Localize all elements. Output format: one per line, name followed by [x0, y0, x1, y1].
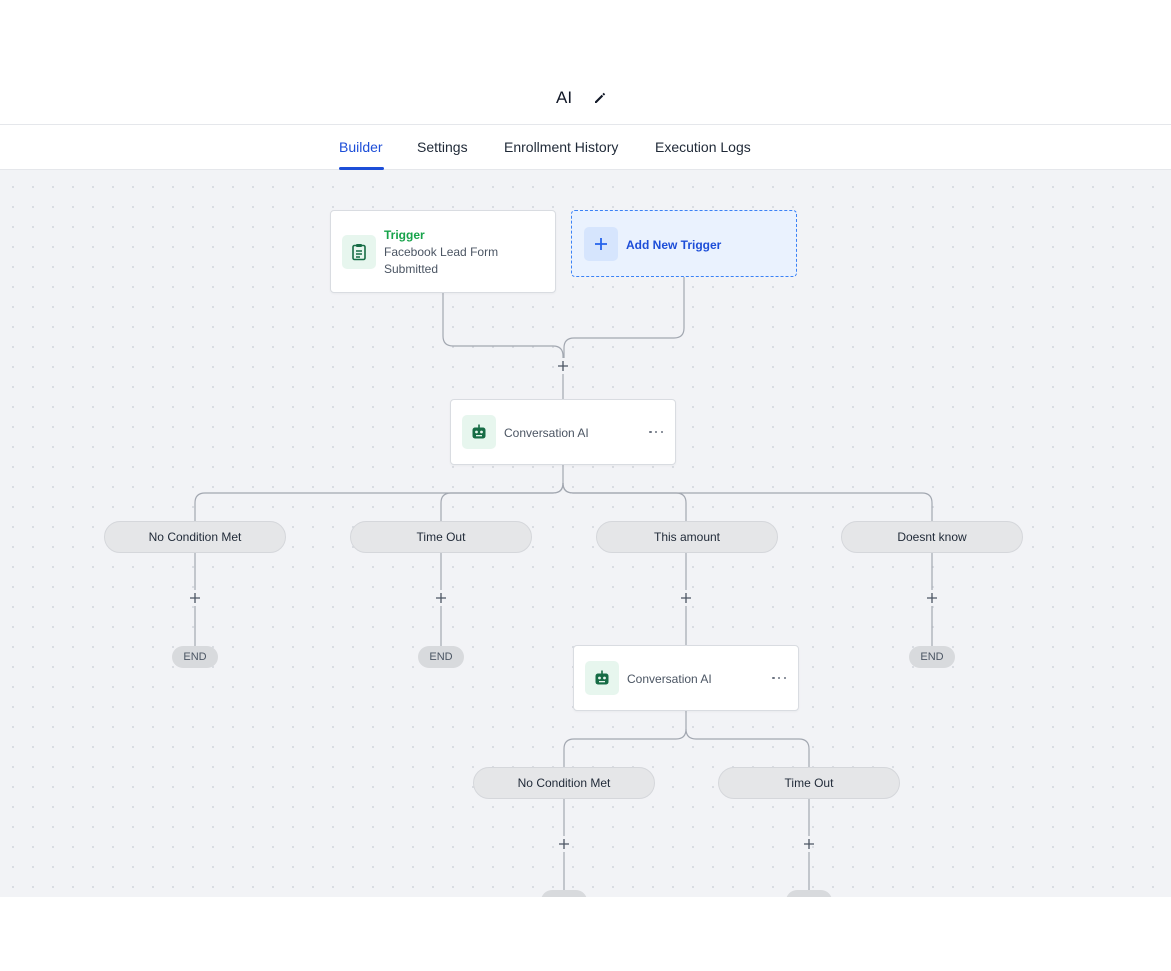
more-options-icon[interactable]	[649, 422, 663, 442]
title-bar: AI	[0, 0, 1171, 124]
connector-lines	[194, 277, 933, 897]
add-step-plus-icon[interactable]	[556, 836, 572, 852]
add-step-plus-icon[interactable]	[924, 590, 940, 606]
tab-bar: Builder Settings Enrollment History Exec…	[0, 124, 1171, 170]
end-node-partial	[786, 890, 832, 897]
branch-doesnt-know[interactable]: Doesnt know	[841, 521, 1023, 553]
plus-icon	[584, 227, 618, 261]
add-step-plus-icon[interactable]	[187, 590, 203, 606]
branch-this-amount[interactable]: This amount	[596, 521, 778, 553]
trigger-name: Facebook Lead Form Submitted	[384, 245, 499, 276]
tab-settings[interactable]: Settings	[417, 139, 468, 155]
more-options-icon[interactable]	[772, 668, 786, 688]
end-node: END	[418, 646, 464, 668]
tab-enrollment-history[interactable]: Enrollment History	[504, 139, 619, 155]
edit-title-icon[interactable]	[593, 91, 607, 105]
add-step-plus-icon[interactable]	[555, 358, 571, 374]
conversation-ai-action-card[interactable]: Conversation AI	[450, 399, 676, 465]
robot-icon	[462, 415, 496, 449]
workflow-title: AI	[556, 88, 573, 107]
add-step-plus-icon[interactable]	[678, 590, 694, 606]
conversation-ai-action-card[interactable]: Conversation AI	[573, 645, 799, 711]
end-node: END	[909, 646, 955, 668]
action-label: Conversation AI	[627, 672, 712, 686]
tab-builder[interactable]: Builder	[339, 139, 383, 155]
bottom-blank-area	[0, 897, 1171, 971]
workflow-canvas[interactable]: Trigger Facebook Lead Form Submitted Add…	[0, 170, 1171, 897]
tab-execution-logs[interactable]: Execution Logs	[655, 139, 751, 155]
trigger-card[interactable]: Trigger Facebook Lead Form Submitted	[330, 210, 556, 293]
branch-time-out[interactable]: Time Out	[718, 767, 900, 799]
active-tab-indicator	[339, 167, 384, 170]
branch-time-out[interactable]: Time Out	[350, 521, 532, 553]
branch-no-condition-met[interactable]: No Condition Met	[104, 521, 286, 553]
add-step-plus-icon[interactable]	[433, 590, 449, 606]
end-node: END	[172, 646, 218, 668]
add-trigger-label: Add New Trigger	[626, 238, 722, 252]
branch-no-condition-met[interactable]: No Condition Met	[473, 767, 655, 799]
clipboard-icon	[342, 235, 376, 269]
robot-icon	[585, 661, 619, 695]
add-new-trigger-button[interactable]: Add New Trigger	[571, 210, 797, 277]
trigger-label: Trigger	[384, 228, 425, 242]
action-label: Conversation AI	[504, 426, 589, 440]
add-step-plus-icon[interactable]	[801, 836, 817, 852]
end-node-partial	[541, 890, 587, 897]
